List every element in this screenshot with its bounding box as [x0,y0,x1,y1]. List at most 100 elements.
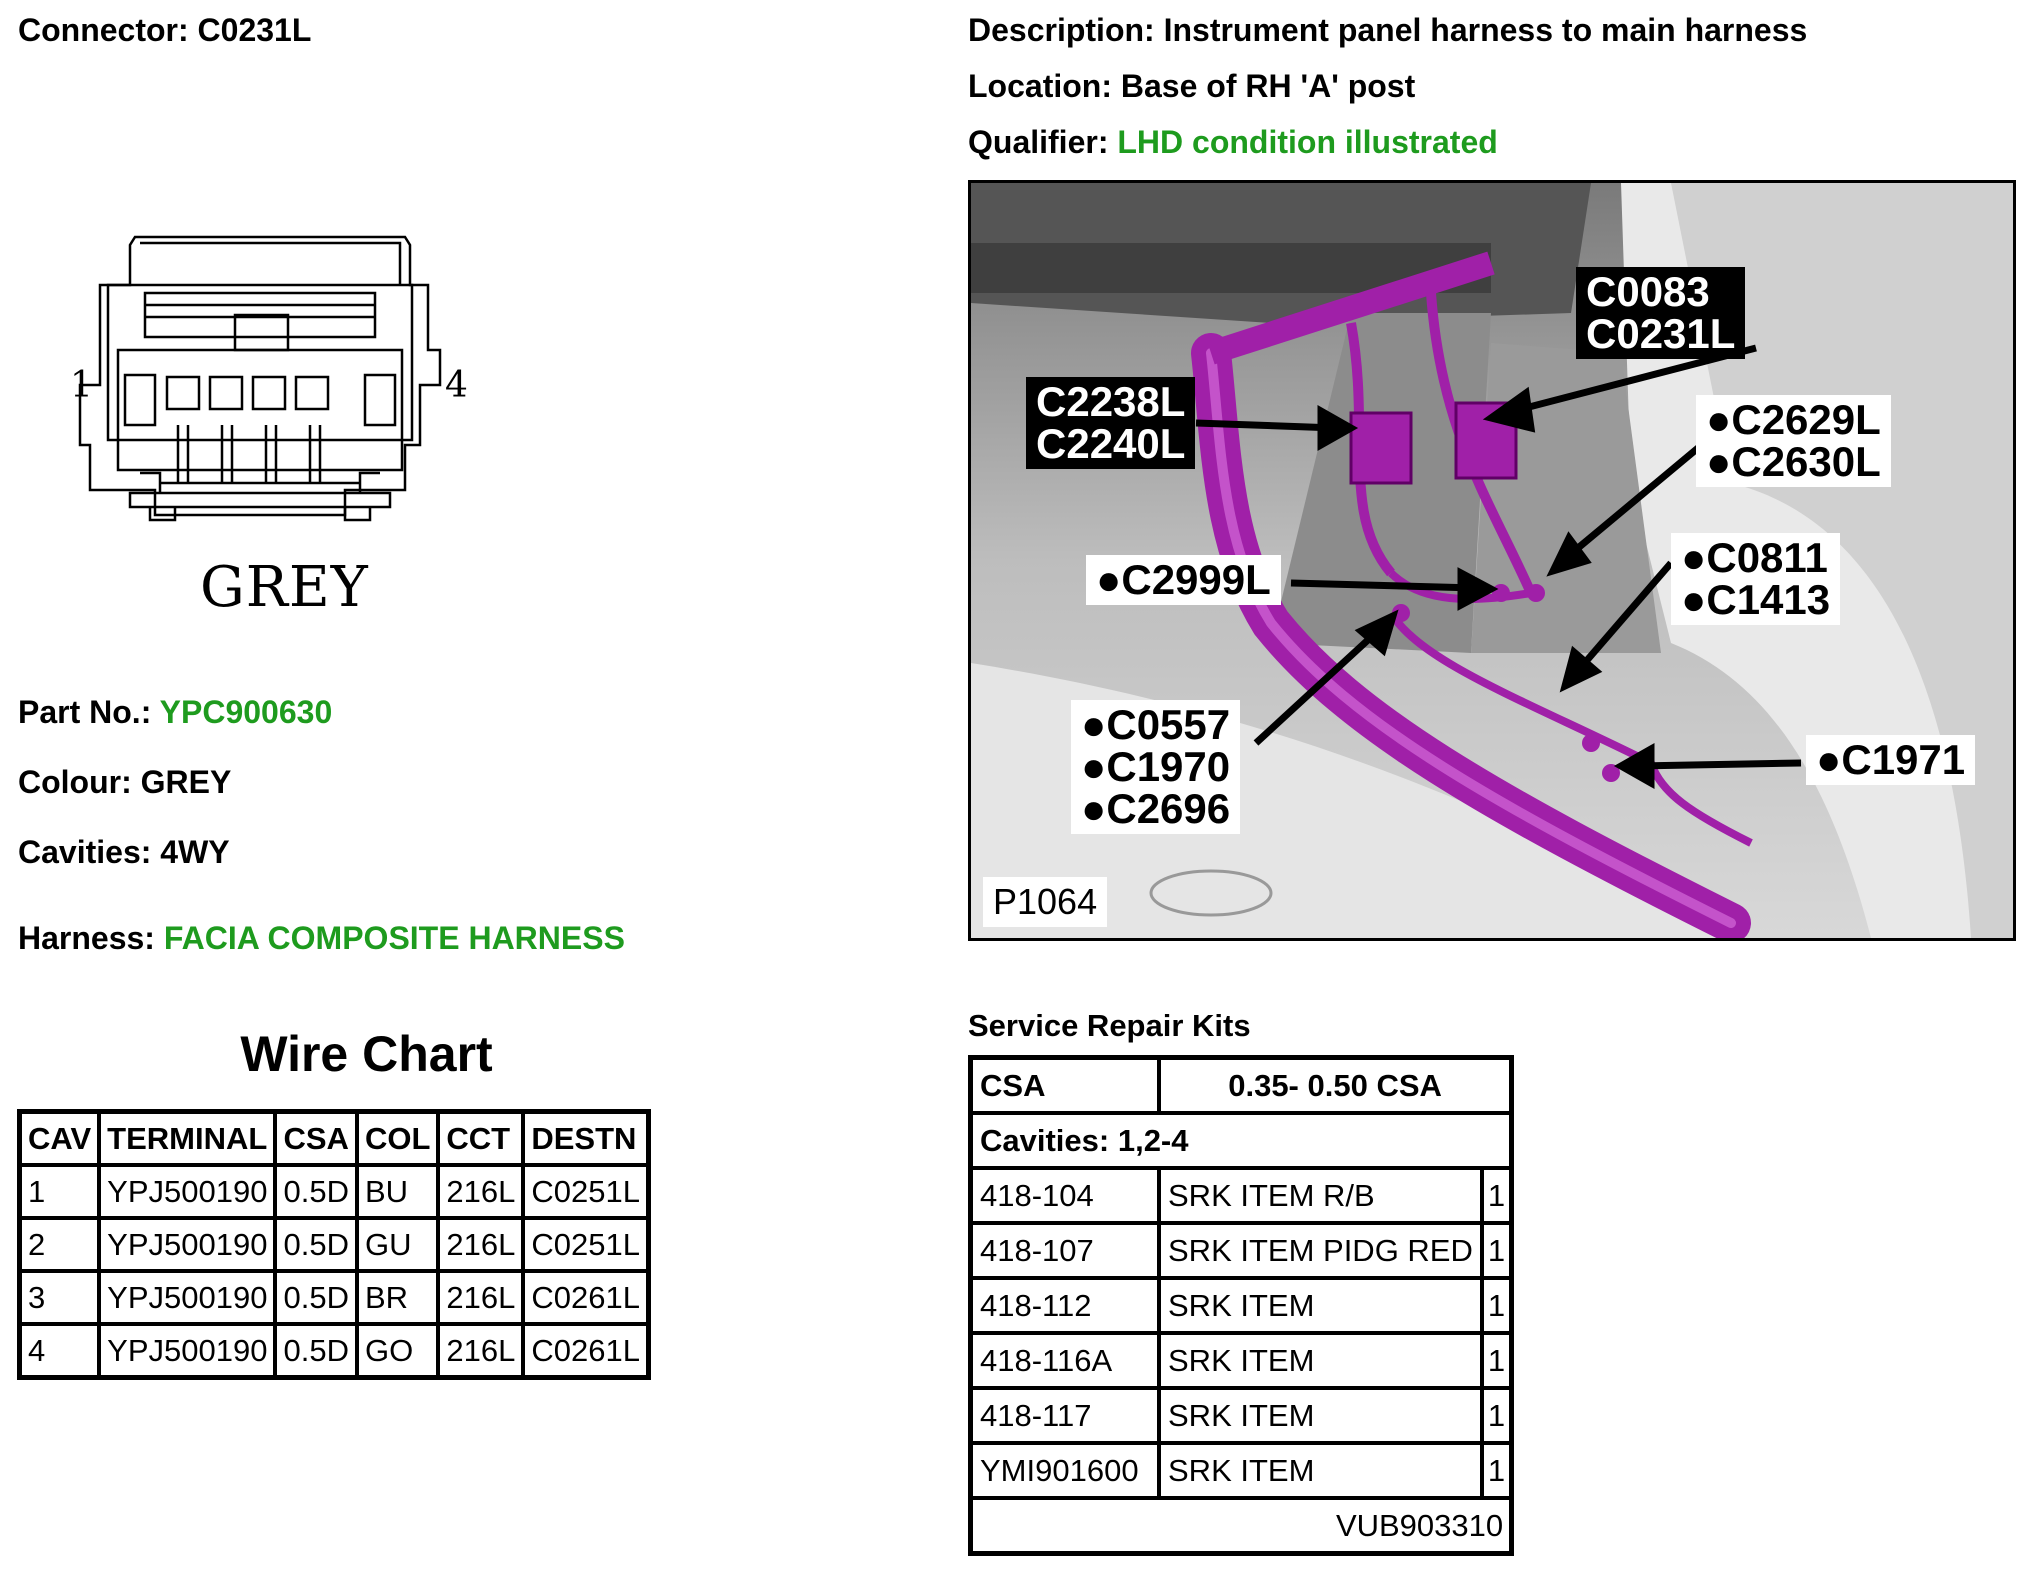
cell-csa: 0.5D [277,1167,359,1220]
cell-terminal: YPJ500190 [101,1220,278,1273]
col-header-col: COL [358,1114,441,1167]
cell-cav: 4 [22,1326,102,1375]
callout-c2238l-c2240l: C2238L C2240L [1026,377,1196,469]
col-header-cav: CAV [22,1114,102,1167]
kit-part-cell: 418-104 [973,1170,1161,1225]
callout-c0811-c1413: ●C0811 ●C1413 [1671,533,1841,625]
kit-qty-cell: 1 [1483,1170,1510,1225]
wire-chart-table: CAV TERMINAL CSA COL CCT DESTN 1 YPJ5001… [17,1109,651,1380]
kits-csa-row: CSA 0.35- 0.50 CSA [973,1060,1510,1115]
callout-c2629l-c2630l: ●C2629L ●C2630L [1696,395,1891,487]
qualifier-label: Qualifier: [968,124,1109,160]
cell-cct: 216L [440,1167,526,1220]
kit-qty-cell: 1 [1483,1390,1510,1445]
part-no-field: Part No.: YPC900630 [18,694,332,731]
callout-c2999l: ●C2999L [1086,555,1281,605]
kit-desc-cell: SRK ITEM [1161,1335,1484,1390]
kit-qty-cell: 1 [1483,1445,1510,1500]
connector-location-image: C0083 C0231L C2238L C2240L ●C2629L ●C263… [968,180,2016,941]
cell-terminal: YPJ500190 [101,1273,278,1326]
kit-desc-cell: SRK ITEM [1161,1445,1484,1500]
cell-col: BR [358,1273,441,1326]
wire-chart-header-row: CAV TERMINAL CSA COL CCT DESTN [22,1114,646,1167]
service-repair-kits-title: Service Repair Kits [968,1008,1251,1043]
callout-c0083-c0231l: C0083 C0231L [1576,267,1746,359]
callout-text: ●C2999L [1096,556,1271,603]
col-header-destn: DESTN [525,1114,646,1167]
col-header-csa: CSA [277,1114,359,1167]
cavities-value: 4WY [160,834,230,870]
kits-footer-row: VUB903310 [973,1500,1509,1551]
cell-csa: 0.5D [277,1273,359,1326]
callout-c0557-c1970-c2696: ●C0557 ●C1970 ●C2696 [1071,700,1241,834]
callout-c1971: ●C1971 [1806,735,1976,785]
cell-cct: 216L [440,1220,526,1273]
cavities-field: Cavities: 4WY [18,834,230,871]
col-header-cct: CCT [440,1114,526,1167]
table-row: 418-107 SRK ITEM PIDG RED 1 [973,1225,1510,1280]
cell-csa: 0.5D [277,1326,359,1375]
description-label: Description: [968,12,1155,48]
table-row: 1 YPJ500190 0.5D BU 216L C0251L [22,1167,646,1220]
cell-terminal: YPJ500190 [101,1326,278,1375]
location-field: Location: Base of RH 'A' post [968,68,1415,105]
kit-desc-cell: SRK ITEM R/B [1161,1170,1484,1225]
harness-value: FACIA COMPOSITE HARNESS [163,920,625,956]
csa-label-cell: CSA [973,1060,1161,1115]
kit-part-cell: 418-116A [973,1335,1161,1390]
cell-cav: 3 [22,1273,102,1326]
connector-value: C0231L [197,12,312,48]
cell-cct: 216L [440,1273,526,1326]
wire-chart-title: Wire Chart [240,1026,493,1082]
callout-text: ●C0811 ●C1413 [1681,534,1831,623]
kit-desc-cell: SRK ITEM PIDG RED [1161,1225,1484,1280]
kit-part-cell: 418-112 [973,1280,1161,1335]
harness-field: Harness: FACIA COMPOSITE HARNESS [18,920,625,957]
cell-csa: 0.5D [277,1220,359,1273]
kit-desc-cell: SRK ITEM [1161,1390,1484,1445]
kit-part-cell: 418-107 [973,1225,1161,1280]
pin-1-label: 1 [70,365,93,406]
kit-part-cell: YMI901600 [973,1445,1161,1500]
csa-value-cell: 0.35- 0.50 CSA [1161,1060,1510,1115]
cell-destn: C0251L [525,1167,646,1220]
colour-field: Colour: GREY [18,764,231,801]
table-row: 418-116A SRK ITEM 1 [973,1335,1510,1390]
cavities-label: Cavities: [18,834,152,870]
connector-outline-icon [78,235,442,522]
cell-col: GU [358,1220,441,1273]
table-row: 4 YPJ500190 0.5D GO 216L C0261L [22,1326,646,1375]
kit-desc-cell: SRK ITEM [1161,1280,1484,1335]
callout-text: ●C1971 [1816,736,1966,783]
description-value: Instrument panel harness to main harness [1163,12,1808,48]
kit-qty-cell: 1 [1483,1280,1510,1335]
table-row: 418-112 SRK ITEM 1 [973,1280,1510,1335]
connector-field: Connector: C0231L [18,12,311,49]
cavities-cell: Cavities: 1,2-4 [973,1115,1510,1170]
cell-destn: C0261L [525,1273,646,1326]
cell-col: GO [359,1326,441,1375]
kit-qty-cell: 1 [1483,1335,1510,1390]
cell-terminal: YPJ500190 [101,1167,278,1220]
location-value: Base of RH 'A' post [1120,68,1416,104]
callout-text: C2238L C2240L [1036,378,1186,467]
cell-cct: 216L [440,1326,526,1375]
table-row: 418-117 SRK ITEM 1 [973,1390,1510,1445]
col-header-terminal: TERMINAL [101,1114,278,1167]
image-reference: P1064 [983,877,1108,927]
kit-qty-cell: 1 [1483,1225,1510,1280]
location-label: Location: [968,68,1112,104]
connector-face-drawing: 1 4 GREY [60,225,500,630]
kits-cavities-row: Cavities: 1,2-4 [973,1115,1510,1170]
part-no-value: YPC900630 [159,694,333,730]
cell-destn: C0261L [531,1332,640,1368]
qualifier-field: Qualifier: LHD condition illustrated [968,124,1498,161]
cell-col: BU [358,1167,441,1220]
cell-cav: 1 [22,1167,102,1220]
pin-4-label: 4 [445,365,468,406]
harness-label: Harness: [18,920,155,956]
qualifier-value: LHD condition illustrated [1117,124,1498,160]
description-field: Description: Instrument panel harness to… [968,12,1807,49]
table-row: 3 YPJ500190 0.5D BR 216L C0261L [22,1273,646,1326]
cell-destn: C0251L [525,1220,646,1273]
